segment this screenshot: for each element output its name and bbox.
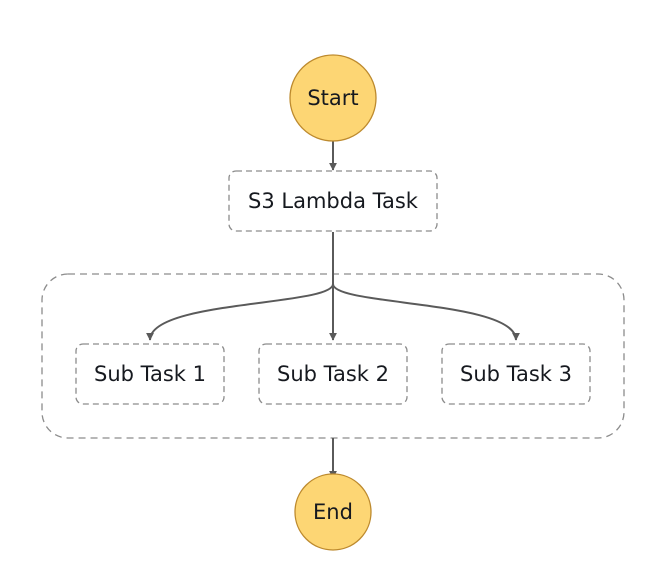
start-node-circle [289,54,377,142]
end-node-circle [294,473,372,551]
edge-fork-to-subtask-3 [332,283,520,341]
subtask-node-3[interactable]: Sub Task 3 [441,343,591,405]
start-node[interactable]: Start [289,54,377,142]
subtask-node-3-label: Sub Task 3 [460,362,572,386]
end-node-label: End [313,500,353,524]
subtask-node-1-box [75,343,225,405]
subtask-node-3-box [441,343,591,405]
edge-fork-to-subtask-1 [146,283,334,341]
subtask-node-2-box [258,343,408,405]
subtask-node-1-label: Sub Task 1 [94,362,206,386]
subtask-node-1[interactable]: Sub Task 1 [75,343,225,405]
task-node-s3-lambda[interactable]: S3 Lambda Task [228,170,438,232]
task-node-label: S3 Lambda Task [248,189,419,213]
end-node[interactable]: End [294,473,372,551]
start-node-label: Start [307,86,358,110]
subtask-node-2[interactable]: Sub Task 2 [258,343,408,405]
subtask-node-2-label: Sub Task 2 [277,362,389,386]
task-node-box [228,170,438,232]
